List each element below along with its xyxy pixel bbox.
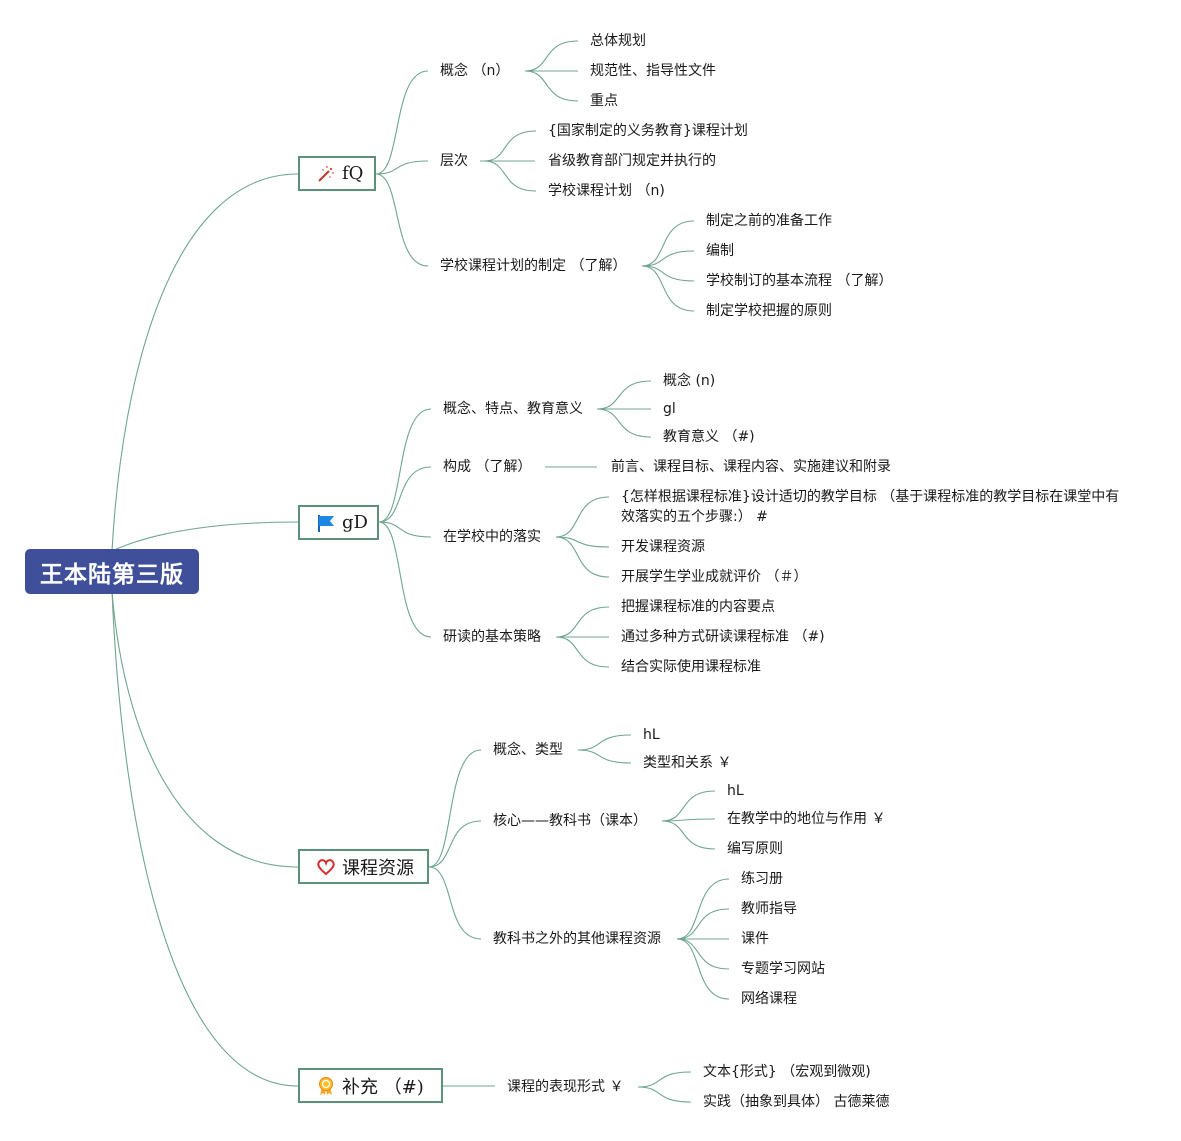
connector-line [378,466,432,523]
subtopic-0-0[interactable]: 概念 （n） [440,63,510,79]
leaf-item[interactable]: 规范性、指导性文件 [590,63,716,79]
leaf-item[interactable]: 开发课程资源 [621,539,705,555]
magic-wand-icon [316,164,336,184]
leaf-item[interactable]: 学校制订的基本流程 （了解） [706,273,893,289]
leaf-item[interactable]: 练习册 [741,871,783,887]
connector-line [111,173,299,552]
leaf-item[interactable]: hL [643,727,660,743]
connector-line [555,606,610,638]
connector-line [555,536,610,578]
leaf-item[interactable]: 总体规划 [590,33,646,49]
connector-line [483,130,537,162]
connector-line [524,40,579,72]
leaf-item[interactable]: 文本{形式} （宏观到微观) [703,1064,871,1080]
subtopic-2-0[interactable]: 概念、类型 [493,742,563,758]
connector-line [483,160,537,192]
connector-line [577,749,632,764]
leaf-item[interactable]: 教育意义 （#) [663,429,755,445]
connector-line [111,521,299,552]
leaf-item[interactable]: gl [663,401,676,417]
connector-line [375,173,429,267]
leaf-item[interactable]: 在教学中的地位与作用 ￥ [727,811,886,827]
leaf-item[interactable]: hL [727,783,744,799]
leaf-item[interactable]: 前言、课程目标、课程内容、实施建议和附录 [611,459,891,475]
connector-line [596,408,652,438]
connector-line [428,749,482,868]
leaf-item[interactable]: 实践（抽象到具体） 古德莱德 [703,1094,890,1110]
topic-label: gD [342,512,368,533]
connector-line [676,908,730,940]
connector-line [641,265,695,312]
leaf-item[interactable]: 学校课程计划 （n) [548,183,665,199]
connector-line [637,1086,692,1103]
connector-line [524,70,579,102]
connector-line [661,820,716,850]
subtopic-0-1[interactable]: 层次 [440,153,468,169]
connector-line [676,938,730,1000]
award-ribbon-icon [316,1076,336,1096]
root-node[interactable]: 王本陆第三版 [25,549,199,594]
connector-line [378,521,432,538]
topic-node-curriculum-resources[interactable]: 课程资源 [298,849,429,884]
leaf-item[interactable]: 编制 [706,243,734,259]
topic-label: 课程资源 [342,857,414,879]
connector-line [378,408,432,523]
topic-node-supplement[interactable]: 补充 （#) [298,1068,443,1103]
leaf-item[interactable]: 通过多种方式研读课程标准 （#) [621,629,825,645]
connector-line [428,866,482,940]
connector-line [428,820,482,868]
leaf-item[interactable]: 制定学校把握的原则 [706,303,832,319]
leaf-item[interactable]: 课件 [741,931,769,947]
leaf-item[interactable]: 网络课程 [741,991,797,1007]
topic-node-fq[interactable]: fQ [298,156,376,191]
connector-line [661,818,716,822]
leaf-item[interactable]: 开展学生学业成就评价 （＃） [621,569,808,585]
heart-icon [316,857,336,877]
connector-line [111,590,299,1087]
topic-label: 补充 （#) [342,1076,424,1098]
connector-line [641,220,695,267]
connector-line [378,521,432,638]
leaf-item[interactable]: 制定之前的准备工作 [706,213,832,229]
leaf-item[interactable]: 专题学习网站 [741,961,825,977]
topic-label: fQ [342,163,364,184]
connector-line [555,536,610,548]
subtopic-1-2[interactable]: 在学校中的落实 [443,529,541,545]
connector-line [676,938,730,970]
connector-line [555,496,610,538]
subtopic-3-0[interactable]: 课程的表现形式 ￥ [507,1079,624,1095]
connector-line [375,160,429,175]
connector-line [596,380,652,410]
connector-line [641,265,695,282]
connector-line [676,878,730,940]
connector-line [661,790,716,822]
leaf-item[interactable]: 结合实际使用课程标准 [621,659,761,675]
blue-flag-icon [316,513,336,533]
topic-node-gd[interactable]: gD [298,505,379,540]
leaf-item[interactable]: 省级教育部门规定并执行的 [548,153,716,169]
leaf-item[interactable]: 编写原则 [727,841,783,857]
leaf-item[interactable]: 重点 [590,93,618,109]
connector-line [375,70,429,175]
leaf-item[interactable]: 类型和关系 ￥ [643,755,732,771]
subtopic-0-2[interactable]: 学校课程计划的制定 （了解） [440,258,627,274]
leaf-item[interactable]: 把握课程标准的内容要点 [621,599,775,615]
connector-line [577,734,632,751]
connector-line [641,250,695,267]
subtopic-2-1[interactable]: 核心——教科书（课本） [493,813,647,829]
connector-line [637,1071,692,1088]
leaf-item[interactable]: 教师指导 [741,901,797,917]
leaf-item[interactable]: {国家制定的义务教育}课程计划 [548,123,748,139]
leaf-item[interactable]: {怎样根据课程标准}设计适切的教学目标 （基于课程标准的教学目标在课堂中有效落实… [621,489,1120,525]
subtopic-1-0[interactable]: 概念、特点、教育意义 [443,401,583,417]
connector-line [555,636,610,668]
leaf-item[interactable]: 概念 (n) [663,373,716,389]
subtopic-2-2[interactable]: 教科书之外的其他课程资源 [493,931,661,947]
subtopic-1-1[interactable]: 构成 （了解） [443,459,532,475]
subtopic-1-3[interactable]: 研读的基本策略 [443,629,541,645]
connector-line [111,590,299,868]
